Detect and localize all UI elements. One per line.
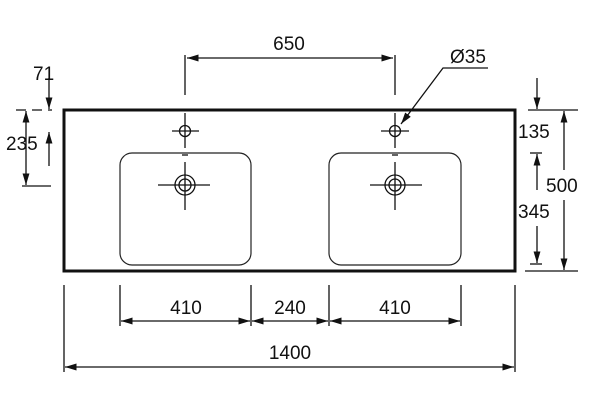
basin-right (328, 152, 462, 266)
basin-left (119, 152, 252, 266)
dim-basin-width-left: 410 (170, 298, 202, 319)
dim-overall-width: 1400 (269, 343, 311, 364)
dim-basin-width-right: 410 (379, 298, 411, 319)
centerline-right (370, 55, 422, 210)
centerline-left (158, 55, 210, 210)
countertop-outline (62, 108, 517, 273)
dim-drain-from-back: 235 (6, 134, 38, 155)
dim-tap-from-back: 135 (518, 122, 550, 143)
dim-top-offset: 71 (33, 64, 54, 85)
dim-basin-gap: 240 (274, 298, 306, 319)
dim-basin-depth: 345 (518, 202, 550, 223)
dim-overall-depth: 500 (546, 176, 578, 197)
tap-hole-right-icon (388, 124, 402, 138)
dim-tap-hole-diameter: Ø35 (450, 47, 486, 68)
drain-left-icon (174, 174, 196, 196)
dim-tap-spacing: 650 (273, 34, 305, 55)
drain-right-icon (384, 174, 406, 196)
tap-hole-left-icon (178, 124, 192, 138)
bottom-extension-lines (63, 285, 516, 372)
leader-tap-hole (400, 67, 488, 125)
